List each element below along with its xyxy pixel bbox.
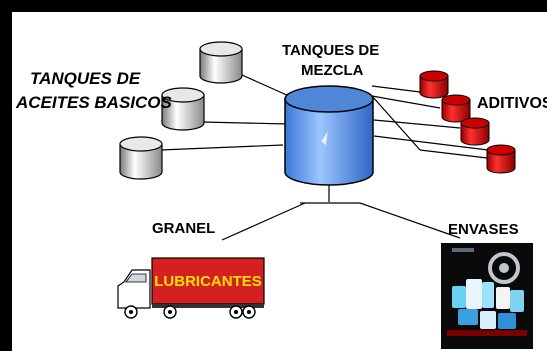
line-tank3-to-mix <box>159 144 284 151</box>
bulk-label: GRANEL <box>152 220 216 237</box>
line-tank2-to-mix <box>201 121 289 125</box>
truck-trailer-text: LUBRICANTES <box>154 273 262 290</box>
mixing-tanks-label-line2: MEZCLA <box>301 62 364 79</box>
additive-tank-2 <box>441 94 471 123</box>
mixing-tanks-label-line1: TANQUES DE <box>282 42 380 59</box>
truck-trailer <box>151 257 265 305</box>
additive-tank-3 <box>460 117 490 146</box>
base-oil-tanks-label-line1: TANQUES DE <box>30 69 141 88</box>
line-to-bulk <box>221 202 306 241</box>
packaging-products-image <box>441 243 533 349</box>
line-mix-to-add-branch-2 <box>419 149 488 159</box>
packaging-label: ENVASES <box>448 221 519 238</box>
line-mix-to-add1 <box>371 85 421 93</box>
base-oil-tanks-label-line2: ACEITES BASICOS <box>16 93 172 112</box>
base-oil-tank-1 <box>199 41 243 84</box>
connection-lines <box>159 74 489 241</box>
additive-tank-1 <box>419 70 449 99</box>
base-oil-tank-3 <box>119 136 163 180</box>
bulk-truck-icon: LUBRICANTES <box>117 257 265 319</box>
additive-tank-4 <box>486 144 516 174</box>
base-oil-tank-2 <box>161 87 205 131</box>
additives-label: ADITIVOS <box>477 95 547 112</box>
mixing-tank <box>284 85 374 186</box>
line-mix-to-add3 <box>373 119 461 129</box>
line-to-packaging <box>359 202 461 239</box>
line-mix-to-add-branch <box>371 95 421 151</box>
line-mix-to-add4 <box>373 135 489 151</box>
line-mix-to-add2 <box>371 95 441 109</box>
line-tank1-to-mix <box>241 74 290 97</box>
